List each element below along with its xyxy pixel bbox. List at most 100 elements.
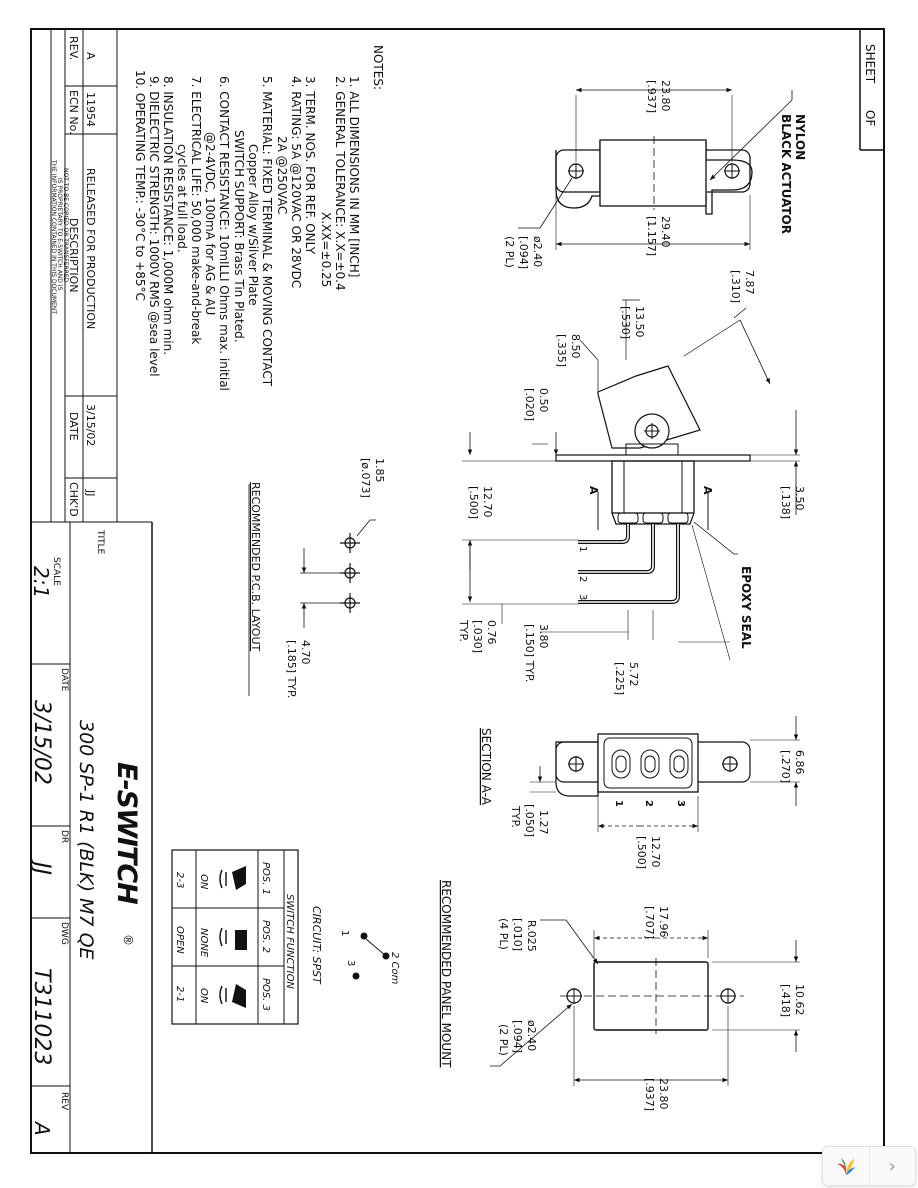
dim-350-inch: [.138] bbox=[779, 486, 792, 519]
top-overall-dim: 23.80 bbox=[659, 80, 672, 112]
note-line: 2A @250VAC bbox=[275, 136, 289, 214]
pcb-pitch-dim: 4.70 bbox=[299, 640, 312, 665]
sheet-label: SHEET bbox=[863, 44, 877, 84]
panel-dim-1796: 17.96 bbox=[657, 906, 670, 938]
section-terminal-1: 1 bbox=[613, 800, 624, 807]
note-line: 4. RATING: 5A @120VAC OR 28VDC bbox=[289, 76, 303, 288]
dim-850-inch: [.335] bbox=[555, 334, 568, 367]
description-header: DESCRIPTION bbox=[67, 218, 80, 292]
brand-registered-mark: ® bbox=[121, 934, 135, 946]
panel-mount: RECOMMENDED PANEL MOUNT 17.96 [.707] R.0… bbox=[439, 880, 806, 1111]
epoxy-seal-callout: EPOXY SEAL bbox=[739, 566, 753, 649]
dim-1270: 12.70 bbox=[481, 486, 494, 518]
section-dim-1270-inch: [.500] bbox=[635, 836, 648, 869]
note-line: 1. ALL DIMENSIONS IN MM [INCH] bbox=[347, 76, 361, 278]
note-line: 2. GENERAL TOLERANCE: X.X=±0.4 bbox=[333, 76, 347, 291]
note-line: X.XX=±0.25 bbox=[319, 212, 333, 287]
circuit-diagram: CIRCUIT: SPST 2 Com 1 3 bbox=[310, 906, 400, 985]
dim-076: 0.76 bbox=[485, 620, 498, 645]
pos2-header: POS. 2 bbox=[260, 920, 271, 953]
top-view: NYLON BLACK ACTUATOR 23.80 [.937] 29.40 … bbox=[503, 80, 807, 269]
dim-350: 3.50 bbox=[793, 486, 806, 511]
note-line: SWITCH SUPPORT: Brass Tin Plated. bbox=[232, 130, 246, 343]
top-hole-dim-count: (2 PL) bbox=[503, 236, 516, 268]
dim-380: 3.80 bbox=[537, 624, 550, 649]
pcb-layout: RECOMMENDED P.C.B. LAYOUT 1.85 [ø.073] 4… bbox=[248, 458, 386, 698]
viewer-toolbar: › bbox=[822, 1146, 916, 1186]
dim-787-inch: [.310] bbox=[729, 270, 742, 303]
dim-572-inch: [.225] bbox=[613, 662, 626, 695]
date-header: DATE bbox=[67, 412, 80, 441]
panel-dim-1062: 10.62 bbox=[793, 984, 806, 1016]
rev-value: A bbox=[84, 52, 97, 60]
note-line: 7. ELECTRICAL LIFE: 50,000 make-and-brea… bbox=[189, 76, 203, 344]
section-terminal-2: 2 bbox=[643, 800, 654, 807]
brand-logo: E-SWITCH bbox=[111, 762, 142, 905]
side-view: A A 1 2 3 EPOXY SEAL 7.87 [.310] 13.50 [… bbox=[457, 270, 806, 695]
circuit-label: CIRCUIT: SPST bbox=[310, 906, 323, 985]
note-line: 8. INSULATION RESISTANCE: 1,000M ohm min… bbox=[161, 76, 175, 355]
chkd-header: CHK'D bbox=[67, 482, 80, 517]
pos2-actuator-icon bbox=[219, 927, 247, 950]
dim-850: 8.50 bbox=[569, 334, 582, 359]
drawing-title: 300 SP-1 R1 (BLK) M7 QE bbox=[75, 720, 97, 960]
panel-radius-dim: R.025 bbox=[525, 920, 538, 952]
panel-hole-dim-inch: [.094] bbox=[511, 1020, 524, 1053]
section-view: SECTION A-A 1 2 3 6.86 [.270] 1.27 [.050… bbox=[479, 716, 806, 869]
dwg-value: T311023 bbox=[29, 968, 54, 1065]
rev-header: REV. bbox=[67, 36, 80, 60]
top-body-dim: 29.40 bbox=[659, 216, 672, 248]
panel-dim-1796-inch: [.707] bbox=[643, 906, 656, 939]
top-hole-dim: ø2.40 bbox=[531, 236, 544, 267]
dim-050: 0.50 bbox=[537, 388, 550, 413]
dim-1350: 13.50 bbox=[633, 306, 646, 338]
note-line: 9. DIELECTRIC STRENGTH: 1000V RMS @sea l… bbox=[147, 76, 161, 377]
title-label: TITLE bbox=[95, 529, 105, 555]
panel-dim-2380: 23.80 bbox=[657, 1078, 670, 1110]
note-line: cycles at full load. bbox=[175, 144, 189, 253]
date-label: DATE bbox=[59, 668, 69, 692]
proprietary-line-1: THE INFORMATION CONTAINED IN THIS DOCUME… bbox=[50, 159, 57, 314]
panel-dim-1062-inch: [.418] bbox=[779, 984, 792, 1017]
title-rev-value: A bbox=[30, 1120, 54, 1136]
pos3-actuator-icon bbox=[219, 984, 246, 1008]
sheet-number-box: SHEET OF bbox=[859, 29, 884, 151]
section-terminal-3: 3 bbox=[675, 800, 686, 807]
section-label: SECTION A-A bbox=[479, 728, 493, 806]
dim-787: 7.87 bbox=[743, 270, 756, 295]
proprietary-line-2: IS PROPRIETARY TO E-SWITCH AND IS bbox=[56, 178, 63, 291]
dr-value: JJ bbox=[29, 858, 54, 875]
side-terminal-2: 2 bbox=[577, 576, 588, 582]
note-line: Copper Alloy w/Silver Plate bbox=[246, 144, 260, 306]
pos3-terminals: 2-1 bbox=[174, 986, 185, 1002]
section-dim-127-typ: TYP. bbox=[509, 805, 522, 828]
dim-380-inch: [.150] TYP. bbox=[523, 624, 536, 682]
title-date-value: 3/15/02 bbox=[29, 700, 54, 785]
title-block: TITLE 300 SP-1 R1 (BLK) M7 QE E-SWITCH ®… bbox=[29, 521, 153, 1153]
dim-1270-inch: [.500] bbox=[467, 486, 480, 519]
description-value: RELEASED FOR PRODUCTION bbox=[84, 168, 97, 329]
pos2-terminals: OPEN bbox=[174, 926, 185, 954]
revision-block: REV. ECN No. DESCRIPTION DATE CHK'D A 11… bbox=[31, 29, 118, 523]
scale-value: 2:1 bbox=[29, 566, 53, 598]
nylon-callout: NYLON bbox=[793, 114, 807, 160]
section-dim-127: 1.27 bbox=[537, 810, 550, 835]
section-mark-right: A bbox=[701, 486, 714, 495]
scale-label: SCALE bbox=[51, 557, 61, 586]
switch-function-title: SWITCH FUNCTION bbox=[284, 894, 295, 989]
top-hole-dim-inch: [.094] bbox=[517, 236, 530, 269]
viewer-logo-icon[interactable] bbox=[823, 1147, 869, 1185]
dim-050-inch: [.020] bbox=[523, 388, 536, 421]
circuit-t3: 3 bbox=[345, 960, 356, 966]
panel-radius-dim-inch: [.010] bbox=[511, 918, 524, 951]
pcb-hole-dim-inch: [ø.073] bbox=[359, 458, 372, 498]
next-page-button[interactable]: › bbox=[868, 1147, 916, 1185]
dim-572: 5.72 bbox=[627, 662, 640, 687]
pos2-state: NONE bbox=[198, 928, 209, 958]
ecn-value: 11954 bbox=[84, 92, 97, 127]
date-value: 3/15/02 bbox=[84, 404, 97, 446]
circuit-com-label: 2 Com bbox=[389, 952, 400, 985]
pcb-layout-label: RECOMMENDED P.C.B. LAYOUT bbox=[249, 482, 262, 651]
pos3-header: POS. 3 bbox=[260, 978, 271, 1011]
